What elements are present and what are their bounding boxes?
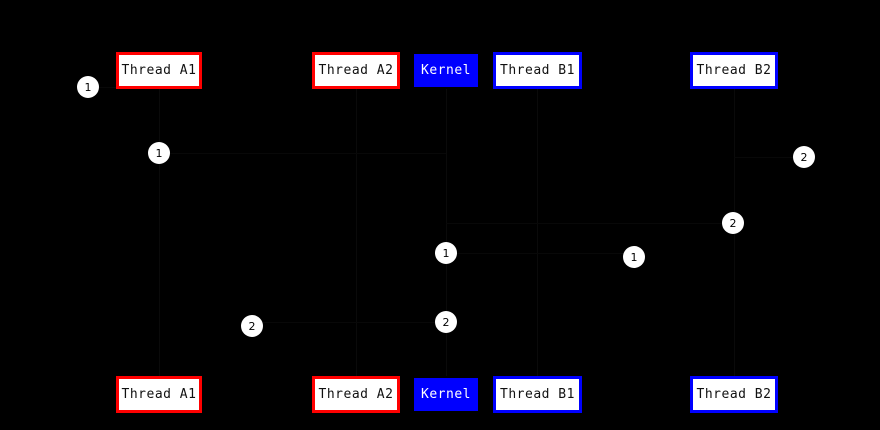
lifeline-thread-a2 (356, 89, 357, 376)
message-arrow (252, 322, 446, 323)
step-badge[interactable]: 2 (794, 147, 814, 167)
participant-label: Thread B1 (500, 63, 575, 78)
participant-thread-a2-bottom[interactable]: Thread A2 (312, 376, 400, 413)
step-badge[interactable]: 1 (149, 143, 169, 163)
participant-label: Thread A2 (318, 387, 394, 402)
participant-thread-a1-top[interactable]: Thread A1 (116, 52, 202, 89)
message-arrow (734, 157, 804, 158)
participant-label: Thread B2 (696, 63, 772, 78)
participant-thread-b2-top[interactable]: Thread B2 (690, 52, 778, 89)
step-badge[interactable]: 2 (436, 312, 456, 332)
participant-label: Thread A1 (121, 63, 197, 78)
lifeline-kernel (446, 89, 447, 376)
step-badge[interactable]: 2 (723, 213, 743, 233)
participant-thread-a1-bottom[interactable]: Thread A1 (116, 376, 202, 413)
step-badge[interactable]: 1 (78, 77, 98, 97)
participant-thread-b1-bottom[interactable]: Thread B1 (493, 376, 582, 413)
step-badge-number: 1 (630, 250, 638, 264)
message-arrow (446, 253, 634, 254)
participant-label: Thread A2 (318, 63, 394, 78)
step-badge-number: 1 (442, 246, 450, 260)
message-arrow (446, 223, 734, 224)
participant-label: Thread A1 (121, 387, 197, 402)
participant-kernel-bottom[interactable]: Kernel (414, 378, 478, 411)
message-arrow (159, 153, 446, 154)
step-badge-number: 2 (729, 216, 737, 230)
lifeline-thread-a1 (159, 89, 160, 376)
participant-label: Kernel (421, 387, 471, 402)
step-badge-number: 2 (248, 319, 256, 333)
participant-thread-b2-bottom[interactable]: Thread B2 (690, 376, 778, 413)
participant-label: Kernel (421, 63, 471, 78)
participant-label: Thread B1 (500, 387, 575, 402)
participant-thread-a2-top[interactable]: Thread A2 (312, 52, 400, 89)
step-badge[interactable]: 1 (624, 247, 644, 267)
lifeline-thread-b1 (537, 89, 538, 376)
step-badge-number: 1 (84, 80, 92, 94)
step-badge[interactable]: 1 (436, 243, 456, 263)
participant-label: Thread B2 (696, 387, 772, 402)
participant-kernel-top[interactable]: Kernel (414, 54, 478, 87)
step-badge[interactable]: 2 (242, 316, 262, 336)
step-badge-number: 1 (155, 146, 163, 160)
step-badge-number: 2 (442, 315, 450, 329)
participant-thread-b1-top[interactable]: Thread B1 (493, 52, 582, 89)
step-badge-number: 2 (800, 150, 808, 164)
